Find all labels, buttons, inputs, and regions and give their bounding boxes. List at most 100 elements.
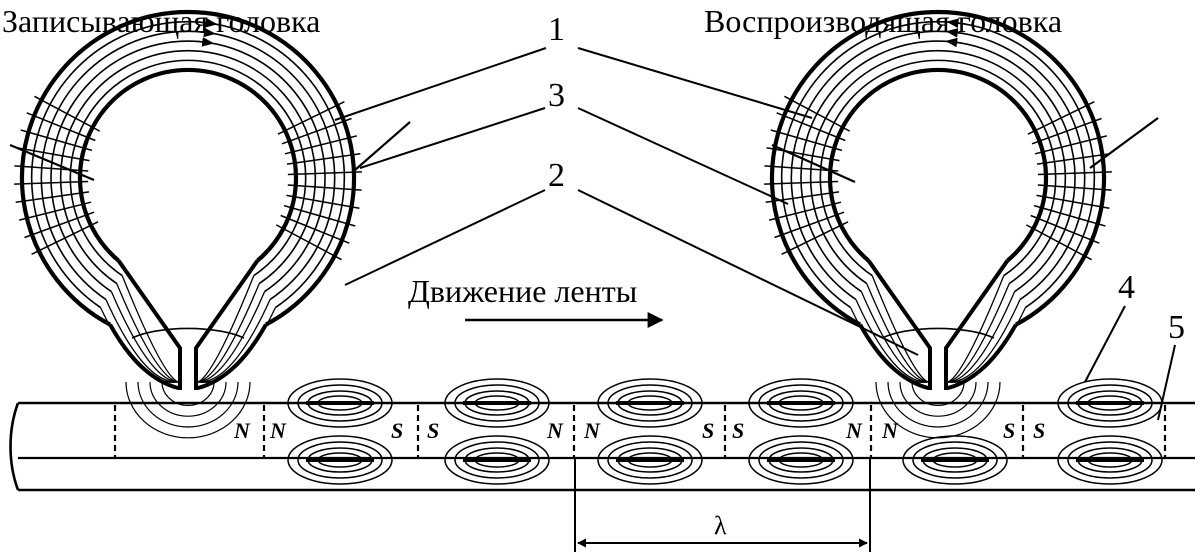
fringe-field-line (137, 381, 239, 428)
fringe-field-line (149, 381, 227, 417)
field-loop (758, 441, 844, 479)
domain-boundaries (113, 405, 1167, 458)
tape-motion-label: Движение ленты (408, 273, 637, 309)
domain-field-ellipses (748, 378, 854, 428)
pole-label: N (269, 418, 287, 443)
coil-winding (781, 221, 849, 255)
coil-winding (19, 201, 92, 221)
coil-winding (14, 180, 89, 185)
fringe-field-line (887, 381, 989, 428)
flux-line (866, 283, 929, 383)
field-loop (902, 435, 1008, 485)
coil-winding (31, 221, 99, 255)
pole-label: S (391, 418, 403, 443)
pole-label: S (1003, 418, 1015, 443)
coil-winding (776, 112, 846, 142)
fringe-field-line (161, 381, 215, 406)
field-loop (597, 435, 703, 485)
core-outer-edge (19, 9, 357, 327)
fringe-field-line (125, 381, 251, 439)
pole-label: N (233, 418, 251, 443)
domain-field-ellipses (597, 378, 703, 428)
field-loop (454, 441, 540, 479)
flux-direction-arrow (945, 37, 962, 48)
coil-winding (277, 101, 345, 135)
domain-field-ellipses (902, 435, 1008, 485)
callout-4: 4 (1118, 269, 1135, 306)
flux-line (947, 299, 1021, 383)
coil-winding (281, 117, 352, 145)
coil-winding (784, 95, 851, 132)
pole-label: S (732, 418, 744, 443)
flux-line (855, 299, 929, 383)
coil-winding (20, 129, 93, 152)
coil-winding (1033, 204, 1106, 227)
flux-line (871, 275, 929, 383)
coil-winding (15, 191, 90, 203)
coil-winding (283, 204, 356, 227)
pole-label: N (546, 418, 564, 443)
coil-lead-wire (1089, 117, 1159, 169)
flux-line (69, 59, 307, 277)
record-head (9, 9, 411, 439)
flux-line (860, 291, 929, 383)
fringe-field-line (911, 381, 965, 406)
core-inner-edge (77, 67, 299, 263)
pole-label: S (427, 418, 439, 443)
coil-winding (24, 211, 95, 239)
pole-label: S (1033, 418, 1045, 443)
flux-direction-arrow (198, 27, 216, 38)
coil-winding (26, 112, 96, 142)
gap-cap-arc (131, 327, 245, 339)
field-loop (1067, 384, 1153, 422)
flux-line (947, 275, 1005, 383)
flux-line (197, 275, 255, 383)
field-loop (444, 378, 550, 428)
field-loop (297, 384, 383, 422)
coil-winding (1037, 184, 1112, 191)
coil-winding (774, 211, 845, 239)
field-loop (597, 378, 703, 428)
pole-label: N (583, 418, 601, 443)
field-loop (758, 384, 844, 422)
coil-winding (1027, 101, 1095, 135)
coil-winding (286, 153, 361, 165)
callout-5: 5 (1168, 309, 1185, 346)
play-head (764, 9, 1159, 439)
coil-winding (287, 171, 362, 176)
coil-winding (275, 224, 342, 261)
flux-line (819, 59, 1057, 277)
coil-winding (1030, 214, 1100, 244)
domain-field-ellipses (748, 435, 854, 485)
flux-line (30, 20, 346, 309)
coil-winding (34, 95, 101, 132)
coil-winding (766, 147, 840, 162)
pole-piece (944, 259, 1018, 390)
field-loop (297, 441, 383, 479)
core-inner-edge (827, 67, 1049, 263)
field-loop (454, 384, 540, 422)
flux-line (197, 291, 266, 383)
coil-winding (1025, 224, 1092, 261)
coil-winding (1036, 194, 1110, 209)
field-loop (444, 435, 550, 485)
field-loop (1067, 441, 1153, 479)
flux-line (110, 291, 179, 383)
flux-direction-arrow (198, 18, 218, 28)
coil-winding (287, 184, 362, 191)
pole-label: N (845, 418, 863, 443)
coil-winding (770, 129, 843, 152)
flux-line (947, 283, 1010, 383)
pole-piece (194, 259, 268, 390)
wavelength-label: λ (714, 511, 727, 540)
field-loop (287, 378, 393, 428)
flux-line (197, 299, 271, 383)
coil-lead-wire (354, 121, 411, 171)
coil-winding (769, 201, 842, 221)
field-loop (1057, 435, 1163, 485)
domain-field-ellipses (287, 435, 393, 485)
domain-field-ellipses (597, 435, 703, 485)
coil-winding (16, 147, 90, 162)
flux-line (800, 40, 1076, 293)
